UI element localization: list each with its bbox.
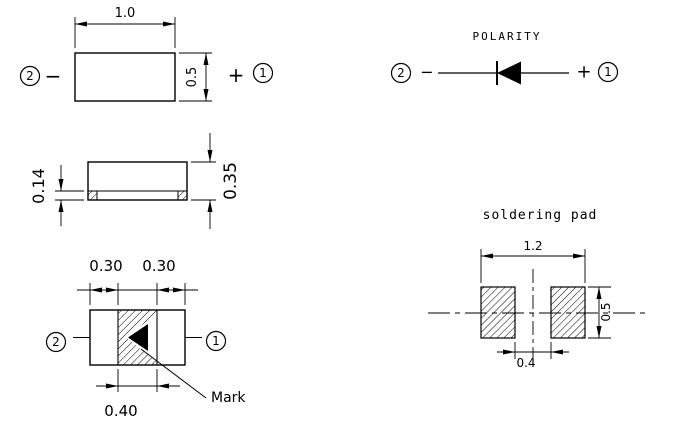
top-view-pin1-number: 1 bbox=[259, 66, 267, 80]
bottom-view-pin1-number: 1 bbox=[212, 334, 220, 348]
top-view-minus-sign: − bbox=[45, 64, 62, 88]
soldering-pad-title: soldering pad bbox=[483, 208, 598, 223]
polarity-pin2-circle bbox=[390, 62, 412, 84]
mark-label: Mark bbox=[211, 390, 246, 406]
polarity-title: POLARITY bbox=[473, 30, 542, 43]
top-view-plus-sign: + bbox=[228, 63, 245, 87]
bottom-view-center-dimension bbox=[96, 369, 180, 392]
left-pad bbox=[480, 286, 516, 339]
polarity-diagram: POLARITY 2 − + 1 bbox=[390, 30, 619, 85]
side-view-terminal-dimension bbox=[55, 165, 84, 226]
pad-width-label: 1.2 bbox=[523, 239, 542, 253]
side-view-height-dimension bbox=[191, 133, 216, 229]
pad-height-dimension bbox=[588, 286, 611, 339]
top-view: 1.0 0.5 2 − + 1 bbox=[19, 6, 274, 102]
bottom-view-top-dimensions bbox=[77, 283, 198, 305]
bottom-view-pin2-number: 2 bbox=[52, 335, 60, 349]
mark-leader-line bbox=[140, 348, 207, 399]
top-view-width-label: 1.0 bbox=[115, 6, 136, 21]
right-pad bbox=[550, 286, 586, 339]
side-view-package-outline bbox=[87, 161, 188, 201]
polarity-pin1-circle bbox=[597, 61, 619, 83]
bottom-view-pin1-circle bbox=[205, 330, 227, 352]
top-view-width-dimension bbox=[74, 17, 176, 48]
pad-width-dimension bbox=[480, 249, 586, 283]
pad-height-label: 0.5 bbox=[599, 302, 613, 321]
polarity-pin1-number: 1 bbox=[604, 65, 612, 79]
side-view-terminal-label: 0.14 bbox=[29, 168, 48, 204]
side-view-right-terminal bbox=[177, 190, 188, 201]
bottom-view-pin2-circle bbox=[45, 331, 67, 353]
diode-triangle-icon bbox=[497, 61, 521, 85]
bottom-view: 0.30 0.30 0.40 Mark 2 1 bbox=[45, 257, 246, 420]
top-view-pin2-number: 2 bbox=[26, 69, 34, 83]
top-view-pin1-circle bbox=[252, 62, 274, 84]
bottom-view-left-terminal-label: 0.30 bbox=[89, 257, 122, 275]
pad-gap-label: 0.4 bbox=[516, 356, 535, 370]
bottom-view-right-terminal-label: 0.30 bbox=[142, 257, 175, 275]
side-view-height-label: 0.35 bbox=[221, 162, 241, 200]
top-view-height-label: 0.5 bbox=[185, 67, 200, 88]
top-view-height-dimension bbox=[179, 52, 212, 102]
top-view-package-outline bbox=[74, 52, 176, 102]
bottom-view-center-label: 0.40 bbox=[104, 402, 137, 420]
soldering-pad-view: soldering pad 1.2 0.5 0.4 bbox=[428, 208, 648, 370]
top-view-pin2-circle bbox=[19, 65, 41, 87]
side-view-left-terminal bbox=[87, 190, 98, 201]
side-view: 0.14 0.35 bbox=[29, 133, 241, 229]
polarity-minus-sign: − bbox=[420, 63, 433, 82]
pad-gap-dimension bbox=[497, 342, 569, 359]
polarity-plus-sign: + bbox=[576, 62, 591, 83]
bottom-view-cathode-mark bbox=[128, 324, 148, 351]
polarity-pin2-number: 2 bbox=[397, 66, 405, 80]
